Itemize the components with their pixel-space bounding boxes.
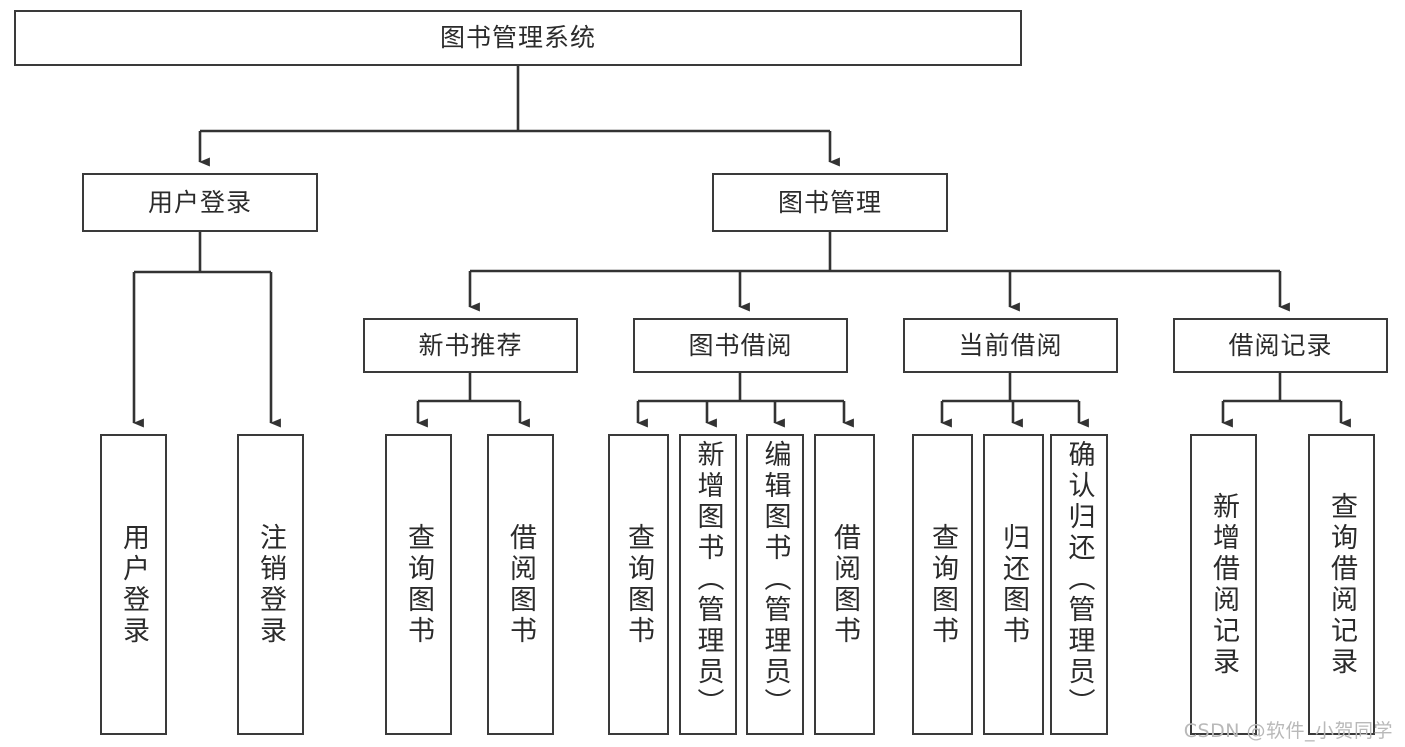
node-leaf-cur-query[interactable]: 查询图书 <box>912 434 973 735</box>
node-leaf-borrow-add-label: 新增图书（管理员） <box>692 440 724 719</box>
node-leaf-record-add[interactable]: 新增借阅记录 <box>1190 434 1257 735</box>
node-root-label: 图书管理系统 <box>439 23 596 53</box>
node-leaf-cur-query-label: 查询图书 <box>927 522 959 647</box>
node-new-book-rec[interactable]: 新书推荐 <box>363 318 578 373</box>
node-leaf-user-login-label: 用户登录 <box>118 522 150 647</box>
node-current-borrow-label: 当前借阅 <box>958 330 1063 360</box>
node-root[interactable]: 图书管理系统 <box>14 10 1022 66</box>
node-leaf-rec-query-label: 查询图书 <box>403 522 435 647</box>
node-leaf-borrow-add[interactable]: 新增图书（管理员） <box>679 434 737 735</box>
node-book-manage-label: 图书管理 <box>777 187 882 217</box>
node-leaf-rec-query[interactable]: 查询图书 <box>385 434 452 735</box>
node-leaf-rec-borrow-label: 借阅图书 <box>505 522 537 647</box>
node-book-borrow[interactable]: 图书借阅 <box>633 318 848 373</box>
node-book-manage[interactable]: 图书管理 <box>712 173 948 232</box>
node-leaf-record-query[interactable]: 查询借阅记录 <box>1308 434 1375 735</box>
node-borrow-record-label: 借阅记录 <box>1228 330 1333 360</box>
node-leaf-borrow-edit-label: 编辑图书（管理员） <box>759 440 791 719</box>
node-leaf-cur-return-label: 归还图书 <box>998 522 1030 647</box>
node-book-borrow-label: 图书借阅 <box>688 330 793 360</box>
node-leaf-user-logout[interactable]: 注销登录 <box>237 434 304 735</box>
node-leaf-user-login[interactable]: 用户登录 <box>100 434 167 735</box>
node-leaf-borrow-edit[interactable]: 编辑图书（管理员） <box>746 434 804 735</box>
node-leaf-borrow-lend-label: 借阅图书 <box>829 522 861 647</box>
node-user-login[interactable]: 用户登录 <box>82 173 318 232</box>
node-leaf-borrow-lend[interactable]: 借阅图书 <box>814 434 875 735</box>
node-user-login-label: 用户登录 <box>147 187 252 217</box>
node-leaf-borrow-query-label: 查询图书 <box>623 522 655 647</box>
node-current-borrow[interactable]: 当前借阅 <box>903 318 1118 373</box>
node-leaf-cur-confirm[interactable]: 确认归还（管理员） <box>1050 434 1108 735</box>
node-borrow-record[interactable]: 借阅记录 <box>1173 318 1388 373</box>
node-leaf-record-query-label: 查询借阅记录 <box>1326 491 1358 678</box>
node-leaf-rec-borrow[interactable]: 借阅图书 <box>487 434 554 735</box>
node-leaf-borrow-query[interactable]: 查询图书 <box>608 434 669 735</box>
node-leaf-record-add-label: 新增借阅记录 <box>1208 491 1240 678</box>
node-leaf-cur-confirm-label: 确认归还（管理员） <box>1063 440 1095 719</box>
node-leaf-cur-return[interactable]: 归还图书 <box>983 434 1044 735</box>
node-leaf-user-logout-label: 注销登录 <box>255 522 287 647</box>
node-new-book-rec-label: 新书推荐 <box>418 330 523 360</box>
csdn-watermark: CSDN @软件_小贺同学 <box>1183 720 1393 742</box>
